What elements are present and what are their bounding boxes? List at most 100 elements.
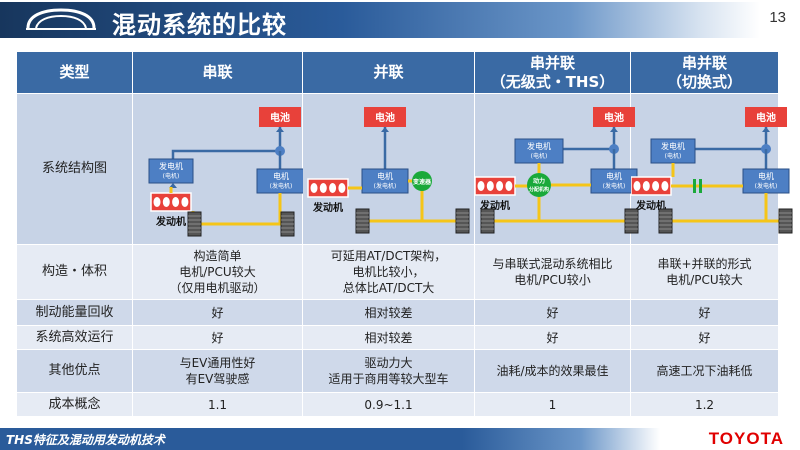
generator-box-sublabel: (电机) xyxy=(531,152,548,160)
motor-box-label: 电机 xyxy=(758,171,774,181)
cell-line: 好 xyxy=(546,305,559,320)
slide-footer: THS特征及混动用发动机技术 TOYOTA xyxy=(0,428,800,450)
column-header-title: 串并联 xyxy=(529,53,575,72)
generator-box-label: 发电机 xyxy=(159,161,183,171)
row-header: 系统结构图 xyxy=(16,93,133,245)
table-cell: 相对较差 xyxy=(302,299,475,326)
slide-title: 混动系统的比较 xyxy=(112,11,287,39)
cell-line: 0.9~1.1 xyxy=(364,397,413,412)
battery-box xyxy=(745,107,787,127)
cylinder-icon xyxy=(485,180,495,192)
column-header-title: 串联 xyxy=(202,63,233,81)
toyota-car-logo-icon xyxy=(26,8,96,30)
clutch-icon xyxy=(693,179,696,193)
cylinder-icon xyxy=(504,180,514,192)
cylinder-icon xyxy=(660,180,670,192)
cylinder-icon xyxy=(476,180,486,192)
generator-box-label: 发电机 xyxy=(527,141,551,151)
cylinder-icon xyxy=(641,180,651,192)
battery-label: 电池 xyxy=(756,111,776,124)
battery-label: 电池 xyxy=(604,111,624,124)
parallel-diagram-cell: 电池电机(发电机)发动机变速器 xyxy=(302,93,475,245)
battery-box xyxy=(259,107,301,127)
generator-box xyxy=(650,138,696,164)
page-number: 13 xyxy=(769,9,786,26)
cell-line: 好 xyxy=(211,330,224,345)
table-cell: 驱动力大适用于商用等较大型车 xyxy=(302,349,475,393)
cell-line: 与EV通用性好 xyxy=(179,356,256,370)
cylinder-icon xyxy=(318,182,328,194)
table-cell: 油耗/成本的效果最佳 xyxy=(474,349,631,393)
table-cell: 好 xyxy=(132,325,303,350)
cylinder-icon xyxy=(327,182,337,194)
ths-diagram-cell: 电池发电机(电机)电机(发电机)发动机动力分配机构 xyxy=(474,93,639,245)
cell-line: （仅用电机驱动） xyxy=(169,281,266,295)
cylinder-icon xyxy=(309,182,318,194)
row-header: 制动能量回收 xyxy=(16,299,133,326)
cell-line: 好 xyxy=(698,305,711,320)
engine-label: 发动机 xyxy=(312,201,343,214)
motor-box-label: 电机 xyxy=(606,171,622,181)
motor-box xyxy=(590,168,638,194)
row-header: 系统高效运行 xyxy=(16,325,133,350)
column-header: 类型 xyxy=(16,51,133,94)
row-header: 成本概念 xyxy=(16,392,133,417)
column-header: 串联 xyxy=(132,51,303,94)
arrow-head-icon xyxy=(610,127,618,132)
cylinder-icon xyxy=(180,196,190,208)
table-header-row: 类型 串联 并联 串并联（无级式・THS）串并联 （切换式） xyxy=(16,51,779,94)
table-cell: 好 xyxy=(630,299,779,326)
flow-line xyxy=(537,197,625,223)
cell-line: 与串联式混动系统相比 xyxy=(492,257,613,271)
cell-line: 驱动力大 xyxy=(364,356,413,370)
table-cell: 与EV通用性好有EV驾驶感 xyxy=(132,349,303,393)
motor-box-sublabel: (发电机) xyxy=(270,182,293,190)
power-split-label: 动力 xyxy=(533,177,545,185)
motor-box-label: 电机 xyxy=(377,171,393,181)
cell-line: 相对较差 xyxy=(364,330,413,345)
arrow-head-icon xyxy=(169,183,177,188)
cell-line: 油耗/成本的效果最佳 xyxy=(496,364,609,378)
battery-label: 电池 xyxy=(375,111,395,124)
generator-box-label: 发电机 xyxy=(661,141,685,151)
table-row-regen: 制动能量回收 好 相对较差 好 好 xyxy=(16,299,779,326)
motor-box-label: 电机 xyxy=(273,171,289,181)
transmission-icon xyxy=(411,171,432,191)
table-cell: 1.2 xyxy=(630,392,779,417)
slide-header: 混动系统的比较 13 xyxy=(0,0,800,40)
column-header-subtitle: （切换式） xyxy=(666,72,742,91)
generator-box xyxy=(514,138,564,164)
column-header-title: 并联 xyxy=(373,63,404,81)
arrow-head-icon xyxy=(762,127,770,132)
cell-line: 好 xyxy=(546,330,559,345)
comparison-table: 类型串联并联串并联（无级式・THS）串并联（切换式） 系统结构图 电池发电机(电… xyxy=(16,51,793,417)
cell-line: 串联+并联的形式 xyxy=(657,257,752,271)
cell-line: 有EV驾驶感 xyxy=(185,372,250,386)
cell-line: 可延用AT/DCT架构， xyxy=(330,249,447,263)
cell-line: 构造简单 xyxy=(193,249,242,263)
cell-line: 好 xyxy=(698,330,711,345)
motor-box-sublabel: (发电机) xyxy=(755,182,778,190)
footer-bar xyxy=(0,428,660,450)
table-cell: 高速工况下油耗低 xyxy=(630,349,779,393)
cylinder-icon xyxy=(171,196,181,208)
table-row-structure-volume: 构造・体积构造简单电机/PCU较大（仅用电机驱动）可延用AT/DCT架构，电机比… xyxy=(16,244,779,300)
cell-line: 好 xyxy=(211,305,224,320)
cell-line: 高速工况下油耗低 xyxy=(656,364,753,378)
clutch-icon xyxy=(699,179,702,193)
table-cell: 构造简单电机/PCU较大（仅用电机驱动） xyxy=(132,244,303,300)
power-split-device-icon xyxy=(527,173,551,197)
column-header-title: 类型 xyxy=(59,63,90,81)
column-header: 并联 xyxy=(302,51,475,94)
table-cell: 好 xyxy=(630,325,779,350)
generator-box xyxy=(148,158,194,184)
cell-line: 电机比较小， xyxy=(352,265,425,279)
cell-line: 电机/PCU较小 xyxy=(514,273,591,287)
column-header: 串并联（无级式・THS） xyxy=(474,51,631,94)
cylinder-icon xyxy=(161,196,171,208)
battery-label: 电池 xyxy=(270,111,290,124)
cell-line: 适用于商用等较大型车 xyxy=(328,372,449,386)
